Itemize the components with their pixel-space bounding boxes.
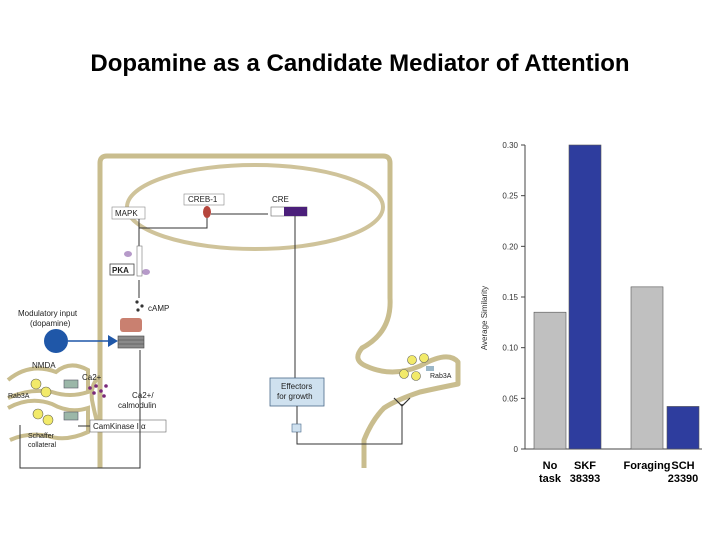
calcium-ion <box>94 384 98 388</box>
growth-output-fork <box>393 397 411 407</box>
creb-label-box <box>183 193 225 206</box>
synaptic-vesicle <box>42 414 54 426</box>
ca-calmodulin-label-line1: Ca2+/ <box>132 391 154 400</box>
camp-label: cAMP <box>148 304 169 313</box>
nucleus <box>125 163 385 251</box>
slide-title: Dopamine as a Candidate Mediator of Atte… <box>90 50 630 77</box>
cre-label: CRE <box>272 195 289 204</box>
growth-output-line <box>296 404 403 445</box>
dopamine-arrowhead <box>108 335 118 347</box>
effectors-box <box>269 377 325 407</box>
calcium-ion <box>92 391 96 395</box>
x-category-label: 38393 <box>570 473 601 485</box>
mapk-label: MAPK <box>115 209 138 218</box>
synaptic-vesicle <box>40 386 52 398</box>
bar-no-task <box>533 311 567 450</box>
mapk-to-creb-arrow <box>138 218 208 229</box>
pka-subunit <box>142 269 150 275</box>
effectors-label-line1: Effectors <box>281 382 312 391</box>
synaptic-vesicle <box>30 378 42 390</box>
bar-sch-23390 <box>666 406 700 450</box>
dopamine-receptor-base <box>117 335 145 349</box>
schaffer-label-line1: Schaffer <box>28 433 55 440</box>
average-similarity-bar-chart: Average Similarity 0 0.05 0.10 0.15 0.20 0.25… <box>480 141 702 485</box>
pka-label: PKA <box>112 266 129 275</box>
synaptic-vesicle <box>399 369 409 379</box>
creb-label: CREB-1 <box>188 195 218 204</box>
nmda-label: NMDA <box>32 361 56 370</box>
cre-site-fill <box>284 207 307 216</box>
y-axis-label: Average Similarity <box>480 286 489 350</box>
calcium-ion <box>99 389 103 393</box>
presynaptic-terminal <box>6 363 90 400</box>
camp-molecule <box>135 300 139 304</box>
synaptic-vesicle <box>32 408 44 420</box>
x-category-label: Foraging <box>623 460 670 472</box>
presynaptic-terminal-lower <box>7 398 90 442</box>
y-tick-label: 0.05 <box>502 394 518 403</box>
x-category-label: 23390 <box>668 473 699 485</box>
schaffer-label-line2: collateral <box>28 442 56 449</box>
y-tick-label: 0 <box>514 445 519 454</box>
pka-catalytic <box>136 245 143 277</box>
x-category-label: SKF <box>574 460 596 472</box>
calcium-ion <box>104 384 108 388</box>
pka-subunit <box>124 251 132 257</box>
rab3a-protein <box>426 366 434 371</box>
calcium-ion <box>102 394 106 398</box>
synaptic-vesicle <box>411 371 421 381</box>
ampa-receptor <box>63 411 79 421</box>
growth-transport-box <box>291 423 302 433</box>
synaptic-vesicle <box>419 353 429 363</box>
y-tick-label: 0.30 <box>502 141 518 150</box>
bar-skf-38393 <box>568 144 602 450</box>
rab3a-label-left: Rab3A <box>8 393 30 400</box>
camp-molecule <box>140 304 144 308</box>
modulatory-label-line2: (dopamine) <box>30 319 71 328</box>
dopamine-signaling-diagram: CREB-1 CRE MAPK PKA cAMP Modulatory inpu… <box>6 153 461 469</box>
x-category-label: task <box>539 473 562 485</box>
camp-molecule <box>136 308 140 312</box>
y-tick-label: 0.15 <box>502 293 518 302</box>
y-tick-label: 0.10 <box>502 344 518 353</box>
feedback-loop-line <box>19 350 141 469</box>
pka-box <box>109 263 135 276</box>
bar-foraging <box>630 286 664 450</box>
camkinase-label: CamKinase IIα <box>93 422 146 431</box>
y-tick-label: 0.20 <box>502 242 518 251</box>
creb-protein <box>203 206 211 218</box>
mapk-box <box>111 206 146 220</box>
effectors-label-line2: for growth <box>277 392 313 401</box>
rab3a-label-right: Rab3A <box>430 373 452 380</box>
calcium-ion <box>88 386 92 390</box>
x-category-label: No <box>543 460 558 472</box>
dopamine-terminal <box>44 329 68 353</box>
y-tick-label: 0.25 <box>502 192 518 201</box>
modulatory-label-line1: Modulatory input <box>18 309 78 318</box>
x-category-label: SCH <box>671 460 694 472</box>
ca-label: Ca2+ <box>82 373 102 382</box>
neuron-membrane <box>97 153 461 468</box>
ca-calmodulin-label-line2: calmodulin <box>118 401 156 410</box>
nmda-receptor <box>63 379 79 389</box>
synaptic-vesicle <box>407 355 417 365</box>
dopamine-receptor <box>120 318 142 332</box>
